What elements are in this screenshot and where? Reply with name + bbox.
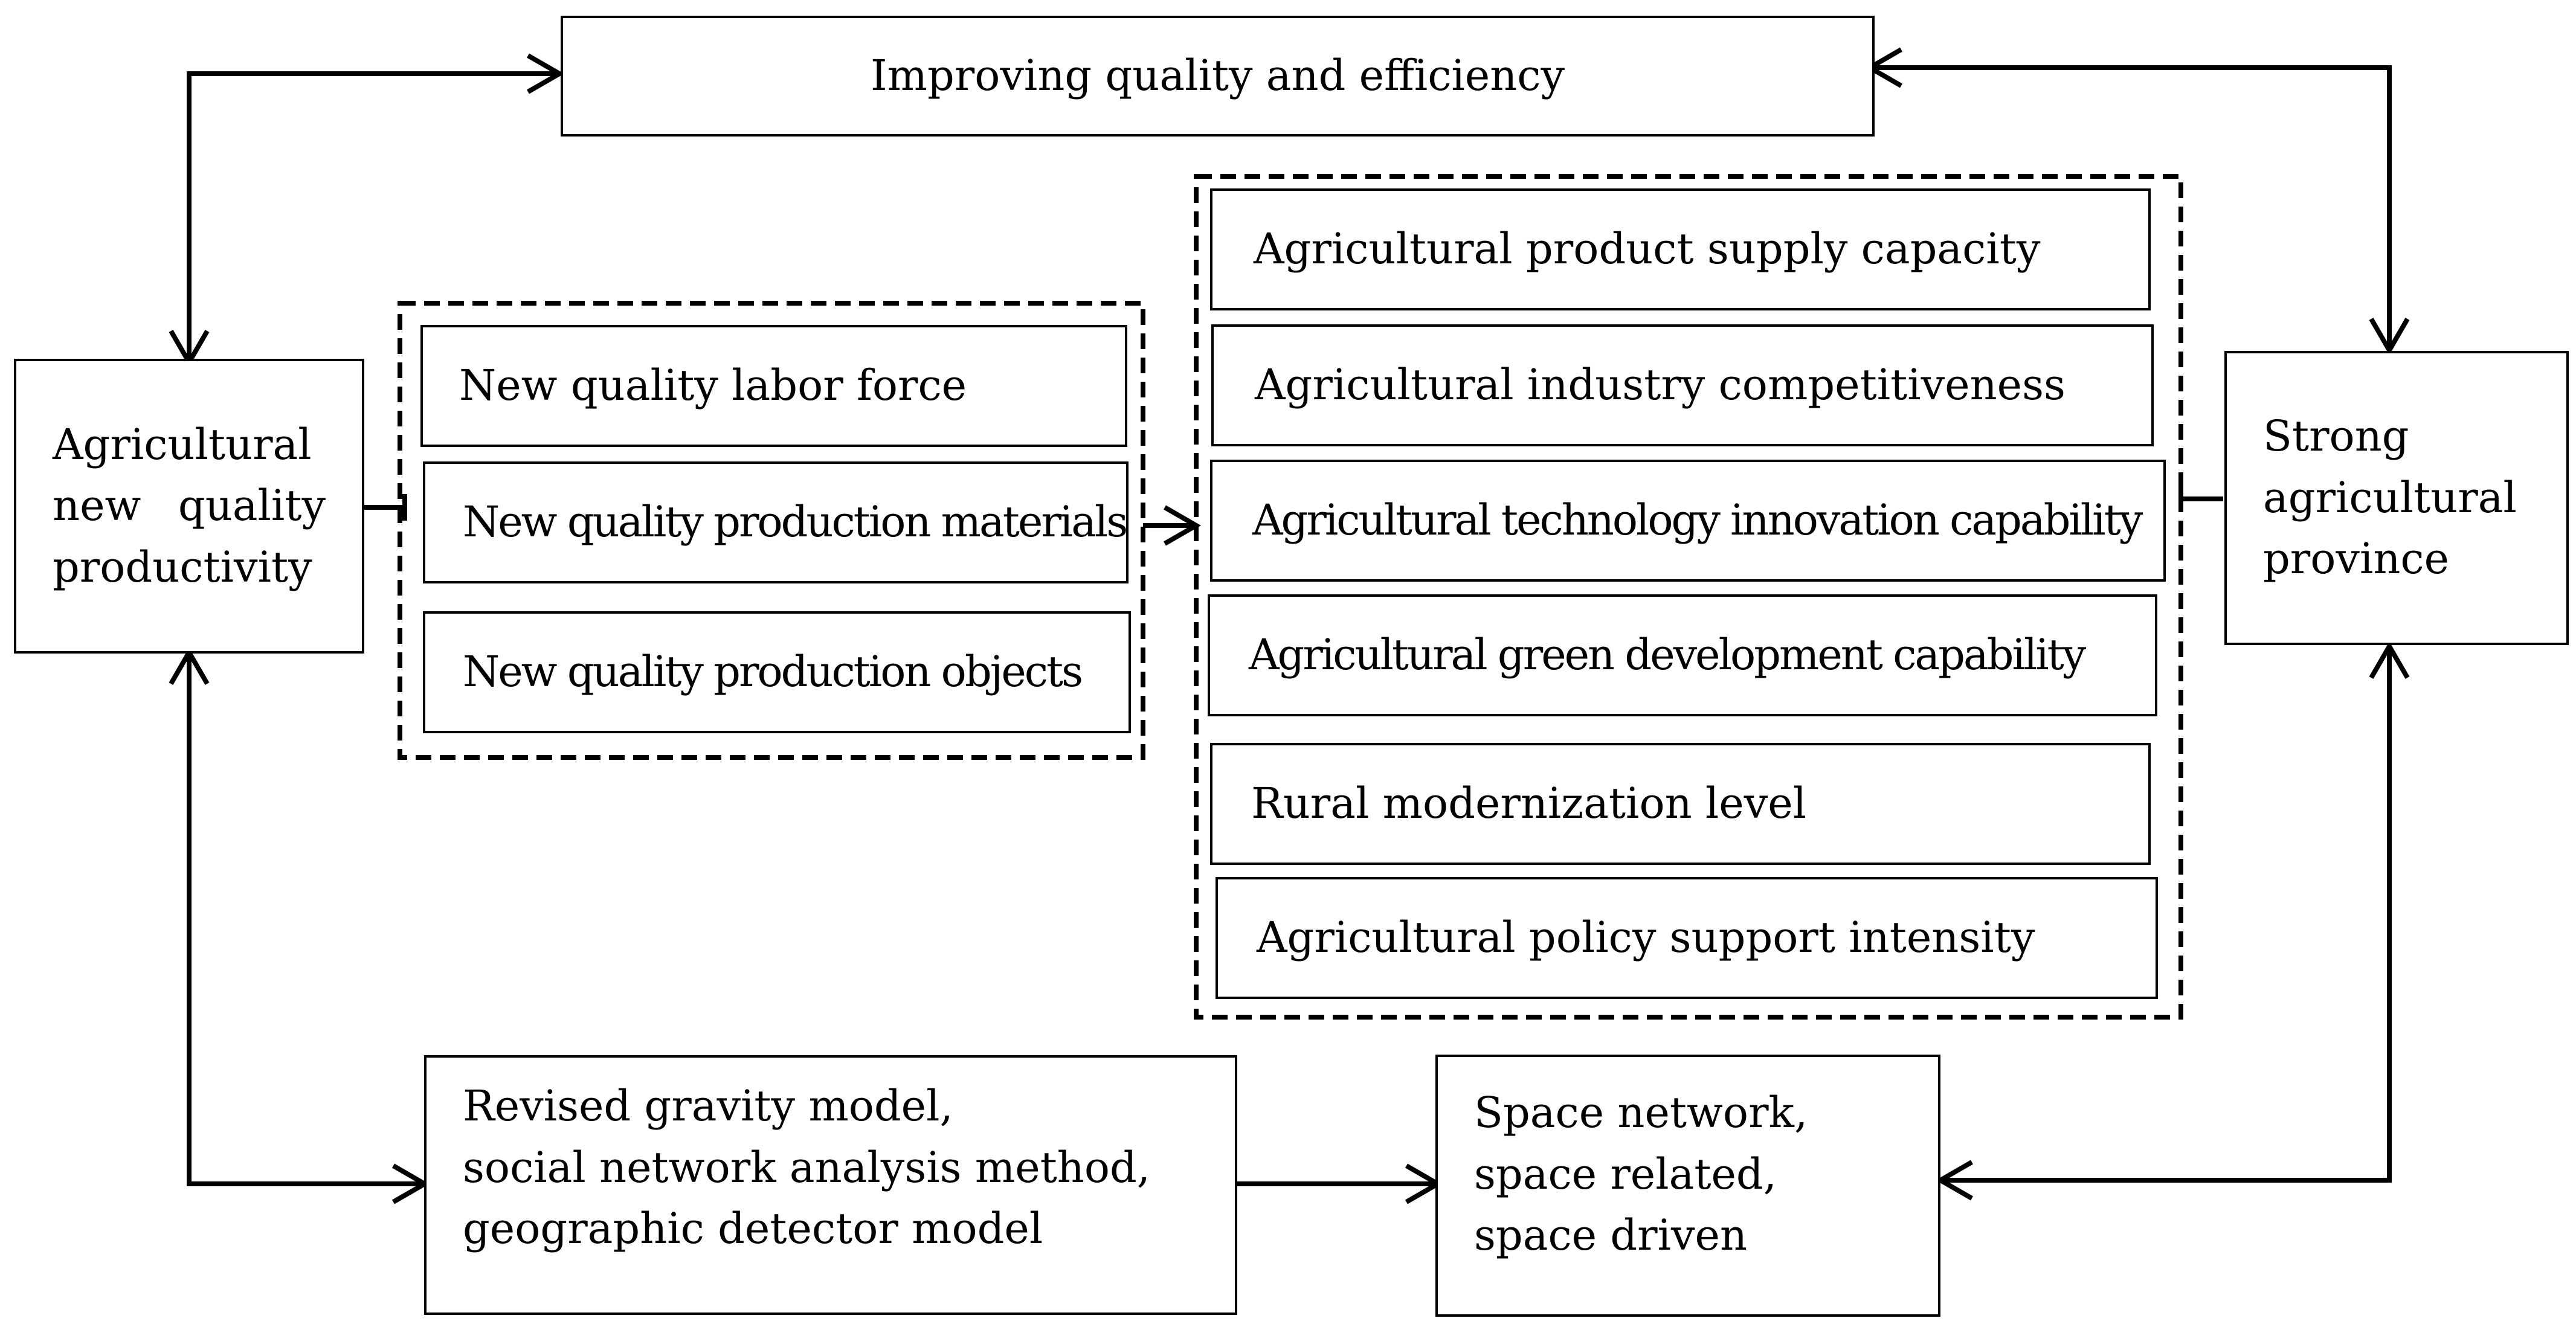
production-item-materials: New quality production materials [423,461,1129,583]
production-group-outline [398,301,1145,760]
methods-box: Revised gravity model, social network an… [424,1055,1237,1315]
capability-item-rural-modernization: Rural modernization level [1210,743,2151,865]
productivity-word-quality: quality [178,481,326,531]
productivity-line-3: productivity [53,542,312,592]
arrowhead-top-box-left [527,53,565,94]
methods-line-2: social network analysis method, [463,1142,1151,1192]
new-quality-productivity-box: Agricultural new quality productivity [14,359,364,654]
productivity-word-new: new [53,481,141,531]
space-line-3: space driven [1474,1210,1748,1260]
productivity-line-2: new quality [53,475,326,537]
capability-item-label: Agricultural product supply capacity [1254,224,2041,274]
top-right-connector [1875,65,2392,345]
capability-item-competitiveness: Agricultural industry competitiveness [1211,324,2154,446]
productivity-line-1: Agricultural [53,419,312,469]
production-item-label: New quality labor force [459,361,967,411]
space-line-2: space related, [1474,1149,1777,1199]
space-box: Space network, space related, space driv… [1435,1055,1940,1317]
arrowhead-right-box-bottom [2369,641,2410,679]
province-line-1: Strong [2263,411,2409,461]
capability-item-technology-innovation: Agricultural technology innovation capab… [1210,460,2166,582]
production-item-label: New quality production objects [463,647,1083,697]
capability-item-policy-support: Agricultural policy support intensity [1216,877,2158,999]
production-item-label: New quality production materials [463,497,1128,547]
right-space-connector [1945,651,2392,1183]
capability-item-label: Agricultural technology innovation capab… [1252,495,2143,545]
capability-item-green-development: Agricultural green development capabilit… [1208,594,2157,716]
left-methods-connector [187,657,420,1186]
methods-line-1: Revised gravity model, [463,1081,953,1131]
strong-agricultural-province-box: Strong agricultural province [2224,351,2569,645]
left-top-connector [187,71,555,358]
arrowhead-capability-group [1164,505,1202,546]
space-line-1: Space network, [1474,1088,1808,1137]
capability-item-supply-capacity: Agricultural product supply capacity [1210,188,2151,310]
capability-group-outline [1194,174,2183,1020]
province-line-2: agricultural [2263,472,2517,522]
improving-quality-label: Improving quality and efficiency [870,51,1565,101]
capability-item-label: Agricultural policy support intensity [1257,913,2035,963]
production-item-objects: New quality production objects [423,611,1131,733]
capability-item-label: Agricultural green development capabilit… [1249,630,2086,680]
methods-line-3: geographic detector model [463,1204,1043,1253]
production-item-labor-force: New quality labor force [420,325,1127,447]
improving-quality-box: Improving quality and efficiency [561,16,1875,137]
capability-item-label: Rural modernization level [1251,779,1807,829]
capability-item-label: Agricultural industry competitiveness [1255,360,2066,410]
arrowhead-space-box-right [1935,1160,1973,1201]
province-line-3: province [2263,534,2450,584]
arrowhead-right-box-top [2369,318,2410,356]
